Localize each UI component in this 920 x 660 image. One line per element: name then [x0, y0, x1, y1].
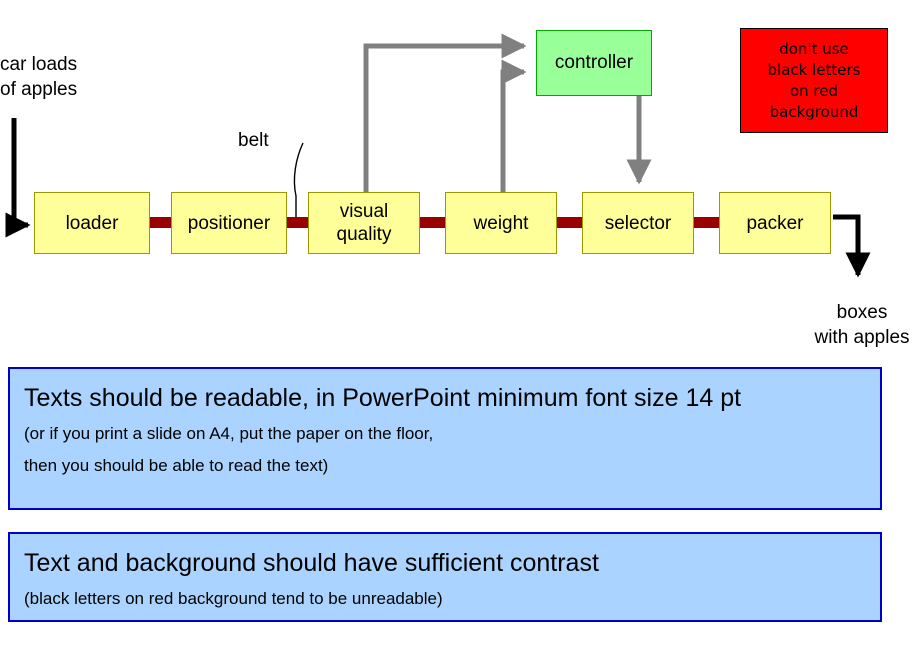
- note-subline: (or if you print a slide on A4, put the …: [24, 424, 434, 443]
- input-label: car loads of apples: [0, 54, 78, 100]
- process-box-positioner[interactable]: positioner: [171, 192, 287, 254]
- note-box-contrast: Text and background should have sufficie…: [8, 532, 882, 622]
- process-box-label: selector: [604, 212, 672, 234]
- red-warning-line-4: background: [769, 102, 859, 121]
- belt-segment-5: [694, 217, 719, 228]
- process-box-label: packer: [746, 212, 804, 234]
- note-subline: then you should be able to read the text…: [24, 456, 329, 475]
- process-box-visual-quality[interactable]: visual quality: [308, 192, 420, 254]
- process-box-loader[interactable]: loader: [34, 192, 150, 254]
- process-box-weight[interactable]: weight: [445, 192, 557, 254]
- visual-quality-to-controller-arrow: [363, 33, 527, 192]
- belt-segment-2: [287, 217, 308, 228]
- red-warning-line-2: black letters: [767, 60, 861, 79]
- output-arrow: [833, 214, 871, 278]
- process-box-label: weight: [473, 212, 529, 234]
- note-heading: Text and background should have sufficie…: [24, 549, 599, 577]
- belt-segment-1: [150, 217, 171, 228]
- process-box-label: loader: [65, 212, 119, 234]
- weight-to-controller-arrow: [500, 59, 527, 192]
- belt-segment-4: [557, 217, 582, 228]
- red-warning-line-3: on red: [789, 81, 839, 100]
- controller-label: controller: [554, 52, 634, 73]
- process-box-selector[interactable]: selector: [582, 192, 694, 254]
- process-box-label: positioner: [187, 212, 271, 234]
- red-warning-box: don't use black letters on red background: [740, 28, 888, 133]
- belt-leader-line: [293, 142, 304, 222]
- output-label: boxes with apples: [814, 302, 910, 348]
- process-box-label: visual quality: [336, 201, 392, 245]
- controller-box[interactable]: controller: [536, 30, 652, 96]
- note-heading: Texts should be readable, in PowerPoint …: [24, 384, 742, 412]
- note-box-readability: Texts should be readable, in PowerPoint …: [8, 367, 882, 510]
- note-subline: (black letters on red background tend to…: [24, 589, 443, 608]
- belt-segment-3: [420, 217, 445, 228]
- belt-label: belt: [238, 130, 269, 151]
- red-warning-line-1: don't use: [779, 39, 849, 58]
- input-arrow: [5, 118, 31, 238]
- process-box-packer[interactable]: packer: [719, 192, 831, 254]
